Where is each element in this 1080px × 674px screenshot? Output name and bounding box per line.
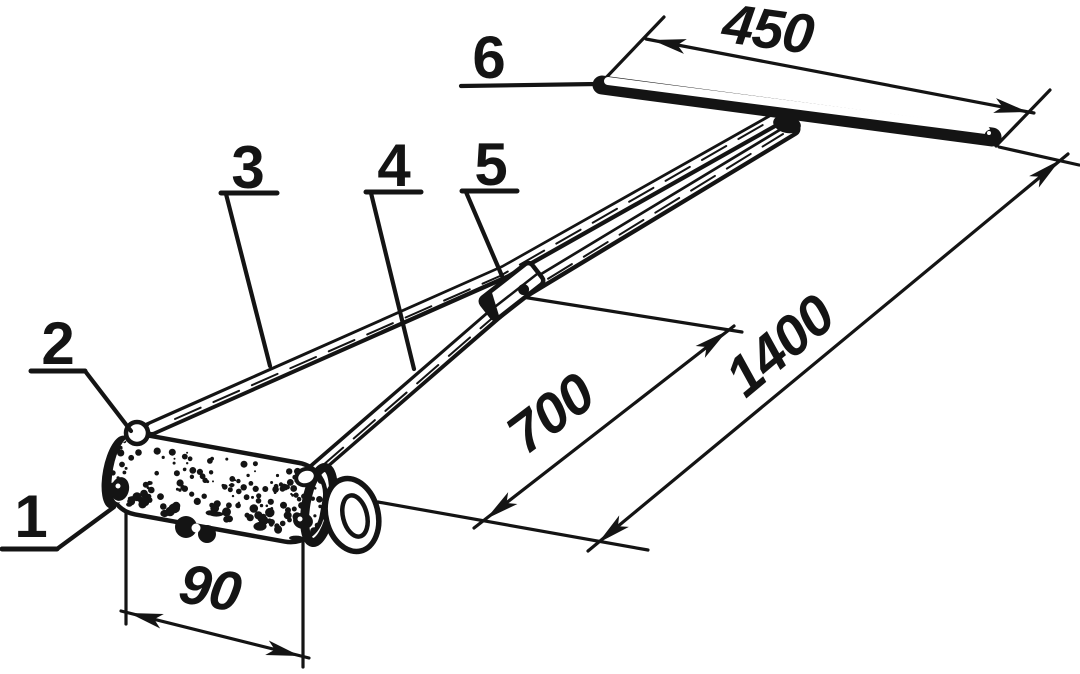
- callout-4-leader: [368, 190, 417, 372]
- dim-700-arrow-lower-icon: [486, 492, 518, 519]
- dim-line-1400: [586, 152, 1070, 553]
- handlebar-tube: [592, 75, 1002, 147]
- arrowheads: [129, 39, 1060, 656]
- stay-socket-right: [294, 466, 318, 488]
- callout-3-leader: [223, 191, 273, 369]
- ext-700-from-clamp: [514, 294, 744, 334]
- callout-5-leader: [463, 189, 505, 279]
- axle-nut-left: [110, 477, 130, 501]
- dim-value-1400: 1400: [713, 282, 847, 408]
- dim-value-90: 90: [175, 551, 246, 624]
- roller-bracket-lug: [198, 525, 216, 543]
- clamp-bolt: [518, 284, 530, 296]
- ext-450-right: [994, 88, 1052, 148]
- dim-700-arrow-upper-icon: [695, 331, 727, 358]
- ext-450-left: [598, 15, 666, 86]
- roller-axle-bore: [340, 493, 370, 539]
- callout-1-leader: [54, 504, 117, 552]
- ext-1400-top: [997, 145, 1080, 167]
- dim-value-700: 700: [495, 361, 606, 466]
- part-callout-5: 5: [474, 131, 506, 198]
- clamp-joint: [478, 260, 546, 322]
- callout-leaders: [0, 81, 600, 552]
- part-callout-6: 6: [472, 24, 504, 91]
- roller-drum: [101, 419, 382, 555]
- part-callout-2: 2: [41, 310, 72, 377]
- ext-baseline-from-axle: [376, 500, 650, 552]
- dim-90-arrow-left-icon: [129, 613, 164, 629]
- dim-value-450: 450: [718, 0, 818, 66]
- callout-numbers: 1 2 3 4 5 6: [14, 24, 508, 550]
- callout-2-leader: [82, 368, 134, 434]
- extension-lines: [124, 15, 1080, 669]
- dim-1400-arrow-upper-icon: [1029, 160, 1060, 188]
- dim-90-arrow-right-icon: [265, 640, 300, 656]
- part-callout-1: 1: [14, 483, 46, 550]
- dim-line-700: [472, 324, 736, 530]
- part-callout-3: 3: [231, 134, 263, 201]
- dim-450-arrow-right-icon: [993, 98, 1028, 113]
- axle-nut-right: [293, 512, 313, 530]
- dim-line-450: [644, 37, 1036, 115]
- stay-socket-left: [123, 419, 151, 447]
- part-callout-4: 4: [377, 132, 411, 199]
- callout-6-leader: [458, 81, 600, 89]
- dim-450-arrow-left-icon: [652, 39, 687, 54]
- roller-bracket-lug: [175, 516, 197, 538]
- handlebar-end-cap: [984, 129, 998, 143]
- dim-1400-arrow-lower-icon: [598, 515, 629, 543]
